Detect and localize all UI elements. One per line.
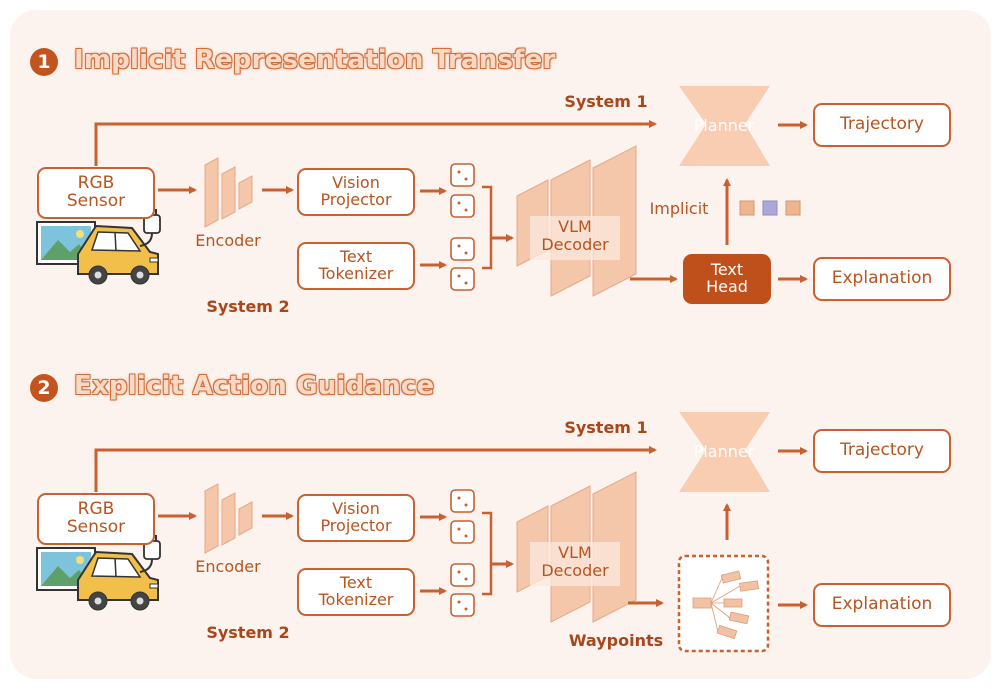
section-title: Implicit Representation Transfer [74, 45, 556, 75]
vision-projector-box: Vision Projector [297, 494, 415, 542]
system2-label: System 2 [206, 297, 290, 316]
section-number: 1 [30, 48, 58, 76]
trajectory-box: Trajectory [813, 429, 951, 473]
encoder-label: Encoder [195, 231, 261, 250]
system1-label: System 1 [564, 92, 648, 111]
planner-label: Planner [693, 116, 755, 135]
vision-projector-box: Vision Projector [297, 168, 415, 216]
text-tokenizer-box: Text Tokenizer [297, 242, 415, 290]
system1-label: System 1 [564, 418, 648, 437]
waypoints-figure [692, 570, 759, 640]
explanation-box: Explanation [813, 257, 951, 301]
vlm-decoder-label: VLM Decoder [541, 543, 609, 580]
vlm-decoder-label: VLM Decoder [541, 217, 609, 254]
encoder-layers [204, 157, 253, 228]
implicit-label: Implicit [649, 199, 709, 218]
section-title: Explicit Action Guidance [74, 371, 435, 401]
rgb-sensor-box: RGB Sensor [37, 167, 155, 219]
text-head-box: Text Head [683, 254, 771, 304]
car-icon [77, 224, 159, 285]
section-number: 2 [30, 374, 58, 402]
planner-shape [679, 412, 770, 492]
planner-label: Planner [693, 442, 755, 461]
text-tokenizer-box: Text Tokenizer [297, 568, 415, 616]
encoder-label: Encoder [195, 557, 261, 576]
encoder-layers [204, 483, 253, 554]
system2-label: System 2 [206, 623, 290, 642]
trajectory-box: Trajectory [813, 103, 951, 147]
token-icon [450, 489, 475, 617]
explanation-box: Explanation [813, 583, 951, 627]
waypoints-label: Waypoints [568, 631, 664, 650]
token-icon [450, 163, 475, 291]
rgb-sensor-box: RGB Sensor [37, 493, 155, 545]
plug-icon [139, 535, 161, 573]
planner-shape [679, 86, 770, 166]
waypoints-box [677, 554, 770, 653]
car-icon [77, 550, 159, 611]
